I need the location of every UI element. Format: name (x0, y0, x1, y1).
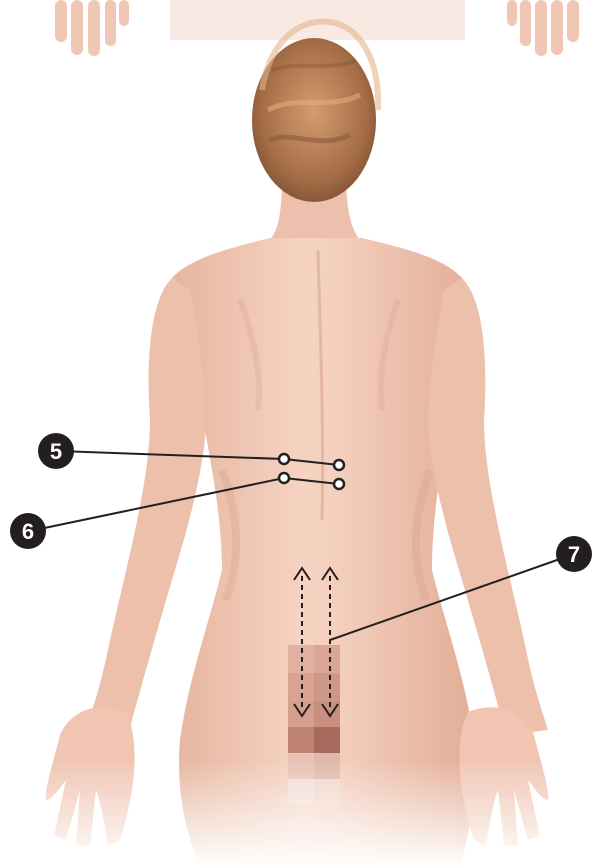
callout-badge-5: 5 (38, 433, 74, 469)
callout-label-6: 6 (22, 519, 34, 544)
top-left-hand (55, 0, 129, 56)
point-5-right (334, 460, 344, 470)
callout-label-5: 5 (50, 439, 62, 464)
callout-badge-7: 7 (556, 536, 592, 572)
bottom-fade (0, 760, 595, 868)
point-6-right (334, 479, 344, 489)
point-5-left (279, 454, 289, 464)
head-hair (252, 22, 378, 202)
top-right-hand (507, 0, 579, 56)
point-6-left (279, 473, 289, 483)
callout-label-7: 7 (568, 542, 580, 567)
callout-badge-6: 6 (10, 513, 46, 549)
